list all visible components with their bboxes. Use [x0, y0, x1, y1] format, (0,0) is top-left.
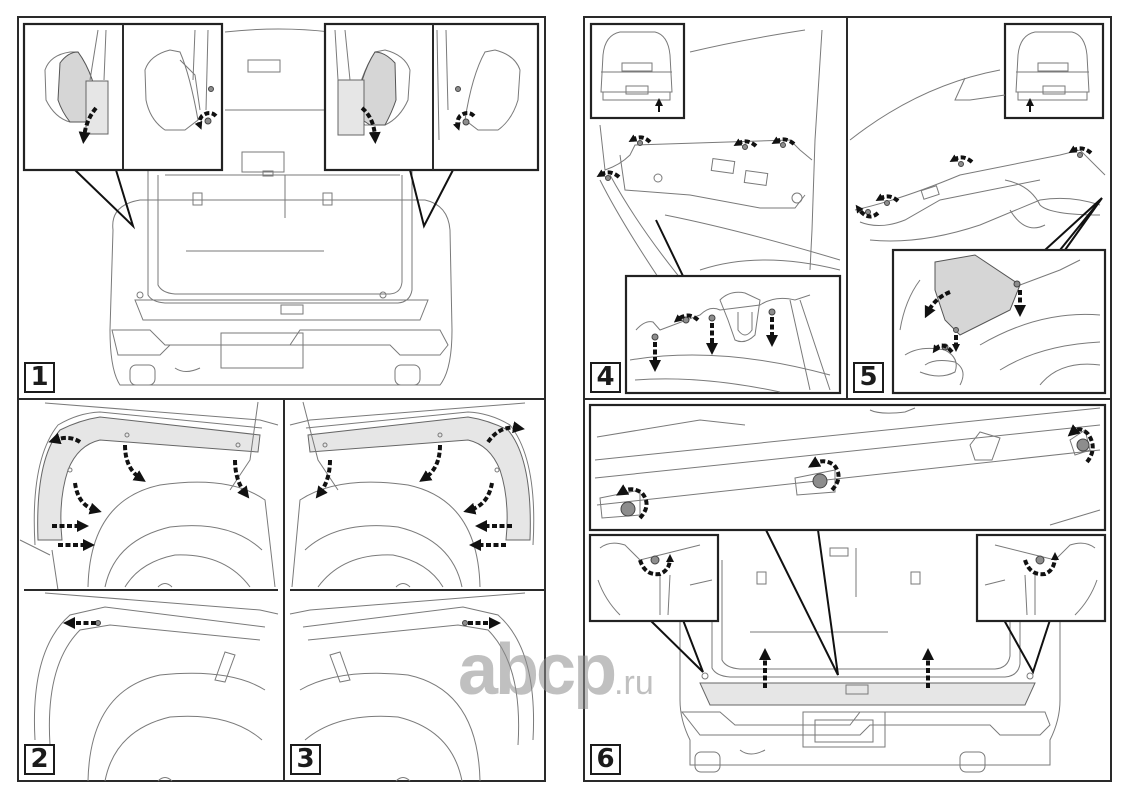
step-6-top-inset: [588, 403, 1107, 676]
step-label-6: 6: [590, 744, 621, 775]
step-3-panel: [289, 401, 545, 782]
under-shield-highlight: [934, 254, 1021, 336]
watermark-brand: abcp: [458, 630, 617, 710]
step-3-upper-view: [289, 401, 535, 588]
step-1-inset-right: [323, 22, 540, 229]
step-1-panel: [22, 22, 540, 386]
step-6-panel: [588, 403, 1107, 773]
step-4-detail-inset: [624, 219, 842, 395]
step-2-panel: [19, 401, 279, 782]
step-label-1: 1: [24, 362, 55, 393]
step-2-lower-view: [33, 592, 279, 782]
vehicle-rear-view: [109, 28, 453, 386]
step-5-panel: [849, 22, 1107, 395]
watermark-suffix: .ru: [614, 664, 654, 702]
step-6-bolts: [615, 424, 1095, 520]
step-4-panel: [589, 22, 842, 395]
left-block: [17, 16, 546, 782]
step-6-corner-inset-left: [588, 533, 720, 673]
step-6-corner-inset-right: [975, 533, 1107, 675]
step-1-inset-left: [22, 22, 224, 230]
unclip-arrow: [194, 111, 218, 130]
step-label-2: 2: [24, 744, 55, 775]
wheel-liner-highlight: [37, 416, 261, 541]
step-4-locator-inset: [589, 22, 686, 120]
right-block: [583, 16, 1112, 782]
step-label-5: 5: [853, 362, 884, 393]
step-5-fastener-arrows: [855, 145, 1093, 219]
pull-arrow: [48, 432, 82, 445]
step-5-locator-inset: [1003, 22, 1105, 120]
step-6-vehicle-rear-view: [679, 547, 1061, 773]
step-5-detail-inset: [891, 197, 1107, 395]
step-label-4: 4: [590, 362, 621, 393]
step-4-fastener-arrows: [596, 134, 796, 181]
step-3-lower-view: [289, 592, 535, 782]
pull-down-arrow: [78, 106, 98, 144]
step-2-upper-view: [19, 401, 279, 591]
watermark: abcp.ru: [458, 630, 654, 723]
step-label-3: 3: [290, 744, 321, 775]
